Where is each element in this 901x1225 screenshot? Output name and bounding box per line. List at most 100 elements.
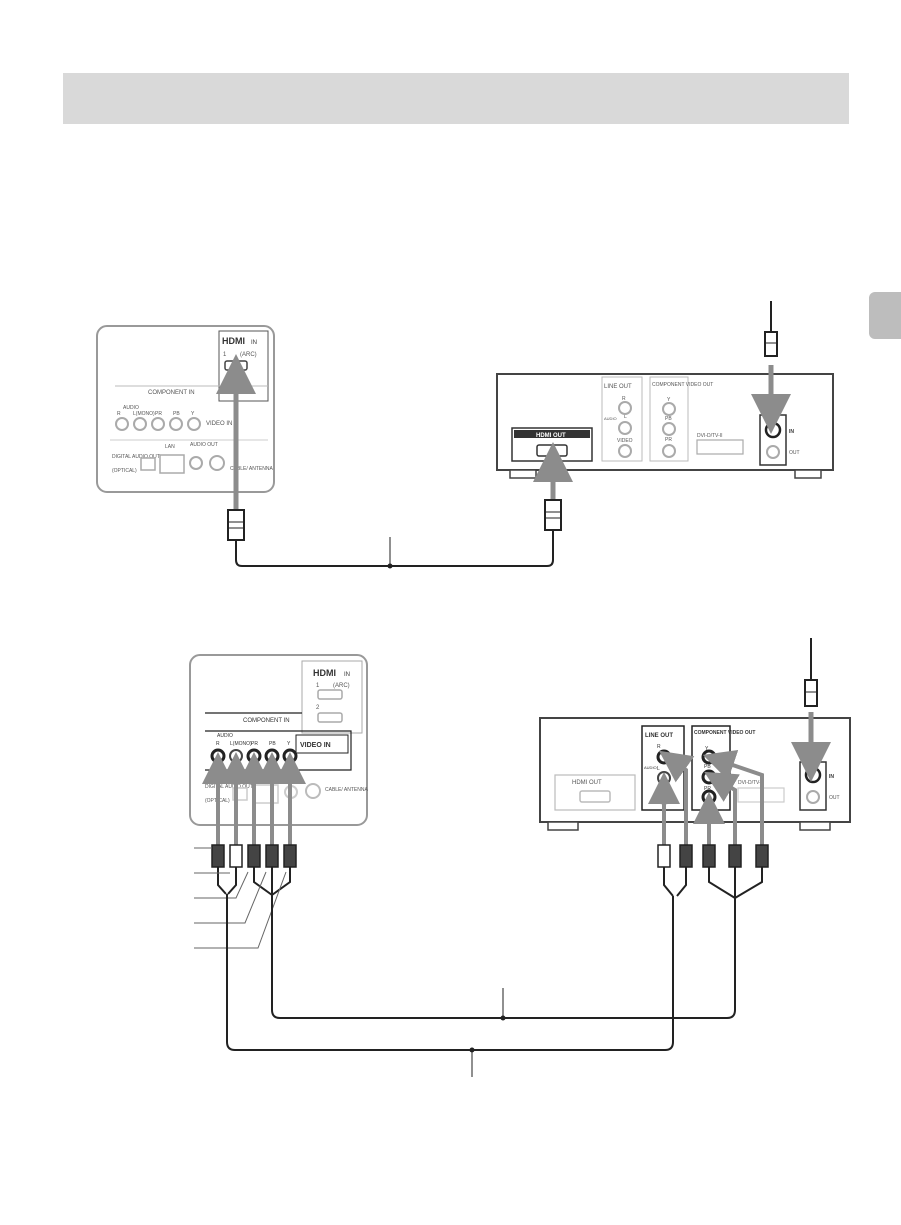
- line-r-jack-2: [656, 749, 672, 765]
- comp-y-label: Y: [667, 397, 671, 403]
- antenna-cable-1: [751, 301, 791, 434]
- comp-pb-jack: [662, 422, 676, 436]
- component-video-cable: [271, 895, 736, 1021]
- box-side-plugs: [648, 750, 769, 899]
- comp-y-jack: [662, 402, 676, 416]
- digital-audio-out-label-2: DIGITAL AUDIO OUT: [205, 784, 253, 790]
- antenna-in-label: IN: [789, 429, 794, 435]
- jack-l: [133, 417, 147, 431]
- hdmi-cable: [216, 354, 573, 569]
- jack-pr: [151, 417, 165, 431]
- digital-audio-out-label: DIGITAL AUDIO OUT: [112, 454, 160, 460]
- comp-pb-label-2: PB: [704, 764, 711, 770]
- side-tab: [869, 292, 901, 339]
- tv-panel-1: HDMI IN 1 (ARC) COMPONENT IN AUDIO R L(M…: [96, 325, 275, 493]
- jack-l-label: L(MONO): [133, 411, 155, 417]
- line-audio-label: AUDIO: [604, 416, 617, 421]
- line-video-jack: [618, 444, 632, 458]
- comp-pr-label: PR: [665, 437, 672, 443]
- hdmi-out-port-2: [579, 790, 611, 803]
- component-in-label-2: COMPONENT IN: [243, 718, 290, 724]
- hdmi-arc-label-2: (ARC): [333, 683, 350, 689]
- hdmi-port-1b: [317, 689, 343, 700]
- antenna-out-jack: [766, 445, 780, 459]
- jack-r-label-2: R: [216, 741, 220, 747]
- optical-port: [140, 457, 156, 471]
- line-video-label: VIDEO: [617, 438, 633, 444]
- jack-pb-label-2: PB: [269, 741, 276, 747]
- hdmi-logo: HDMI: [222, 336, 245, 346]
- cable-antenna-label-2: CABLE/ ANTENNA: [325, 787, 368, 793]
- dvi-port: [696, 439, 744, 455]
- tv-panel-2: HDMI IN 1 (ARC) 2 COMPONENT IN AUDIO R L…: [189, 654, 368, 826]
- component-in-label: COMPONENT IN: [148, 390, 195, 396]
- comp-pb-jack-2: [701, 769, 717, 785]
- audio-label: AUDIO: [123, 405, 139, 411]
- antenna-in-jack: [764, 421, 782, 439]
- source-box-2: HDMI OUT LINE OUT R AUDIO L COMPONENT VI…: [539, 717, 851, 831]
- hdmi-in-label: IN: [251, 340, 257, 346]
- line-l-jack-2: [657, 771, 671, 785]
- jack-y-2: [282, 748, 298, 764]
- jack-pr-label: PR: [155, 411, 162, 417]
- antenna-jack-2: [305, 783, 321, 799]
- audio-out-jack: [189, 456, 203, 470]
- jack-r: [115, 417, 129, 431]
- jack-pr-label-2: PR: [251, 741, 258, 747]
- lan-label-2: LAN: [258, 774, 268, 780]
- comp-y-jack-2: [701, 749, 717, 765]
- lan-port: [159, 454, 185, 474]
- antenna-out-label-2: OUT: [829, 795, 840, 801]
- antenna-cable-2: [791, 638, 831, 782]
- line-l-label-2: L: [657, 766, 660, 772]
- comp-pb-label: PB: [665, 416, 672, 422]
- video-in-label-2: VIDEO IN: [300, 742, 331, 749]
- comp-pr-jack: [662, 444, 676, 458]
- hdmi-port-1-label-2: 1: [316, 683, 320, 689]
- antenna-out-label: OUT: [789, 450, 800, 456]
- comp-y-label-2: Y: [705, 746, 709, 752]
- audio-cable: [226, 894, 674, 1077]
- comp-pr-jack-2: [701, 789, 717, 805]
- hdmi-port-1: [224, 360, 248, 371]
- jack-y-label: Y: [191, 411, 195, 417]
- dvi-label-2: DVI-D/TV-II: [738, 780, 764, 786]
- video-in-label: VIDEO IN: [206, 421, 232, 427]
- hdmi-in-label-2: IN: [344, 672, 350, 678]
- line-out-label-2: LINE OUT: [645, 733, 673, 739]
- jack-l-label-2: L(MONO): [230, 741, 252, 747]
- lan-label: LAN: [165, 444, 175, 450]
- source-box-1: HDMI OUT LINE OUT R AUDIO L VIDEO COMPON…: [496, 373, 834, 479]
- hdmi-port-2-label-2: 2: [316, 705, 320, 711]
- jack-pb: [169, 417, 183, 431]
- line-r-jack: [618, 401, 632, 415]
- lan-port-2: [253, 784, 279, 804]
- antenna-out-jack-2: [806, 790, 820, 804]
- line-out-label: LINE OUT: [604, 384, 632, 390]
- hdmi-arc-label: (ARC): [240, 352, 257, 358]
- dvi-label: DVI-D/TV-II: [697, 433, 723, 439]
- hdmi-out-port: [536, 444, 568, 457]
- hdmi-logo-2: HDMI: [313, 668, 336, 678]
- line-l-jack: [618, 421, 632, 435]
- line-audio-label-2: AUDIO: [644, 765, 657, 770]
- line-r-label-2: R: [657, 744, 661, 750]
- audio-label-2: AUDIO: [217, 733, 233, 739]
- jack-l-2: [229, 749, 243, 763]
- hdmi-out-label: HDMI OUT: [536, 433, 566, 439]
- jack-y: [187, 417, 201, 431]
- tv-side-plugs: [194, 752, 306, 949]
- component-video-out-label: COMPONENT VIDEO OUT: [652, 382, 713, 388]
- jack-pb-2: [264, 748, 280, 764]
- hdmi-out-label-2: HDMI OUT: [572, 780, 602, 786]
- optical-label: (OPTICAL): [112, 468, 137, 474]
- antenna-jack: [209, 455, 225, 471]
- title-bar: [63, 73, 849, 124]
- jack-y-label-2: Y: [287, 741, 291, 747]
- antenna-in-label-2: IN: [829, 774, 834, 780]
- jack-pb-label: PB: [173, 411, 180, 417]
- jack-r-label: R: [117, 411, 121, 417]
- line-l-label: L: [624, 414, 627, 420]
- cable-antenna-label: CABLE/ ANTENNA: [230, 466, 273, 472]
